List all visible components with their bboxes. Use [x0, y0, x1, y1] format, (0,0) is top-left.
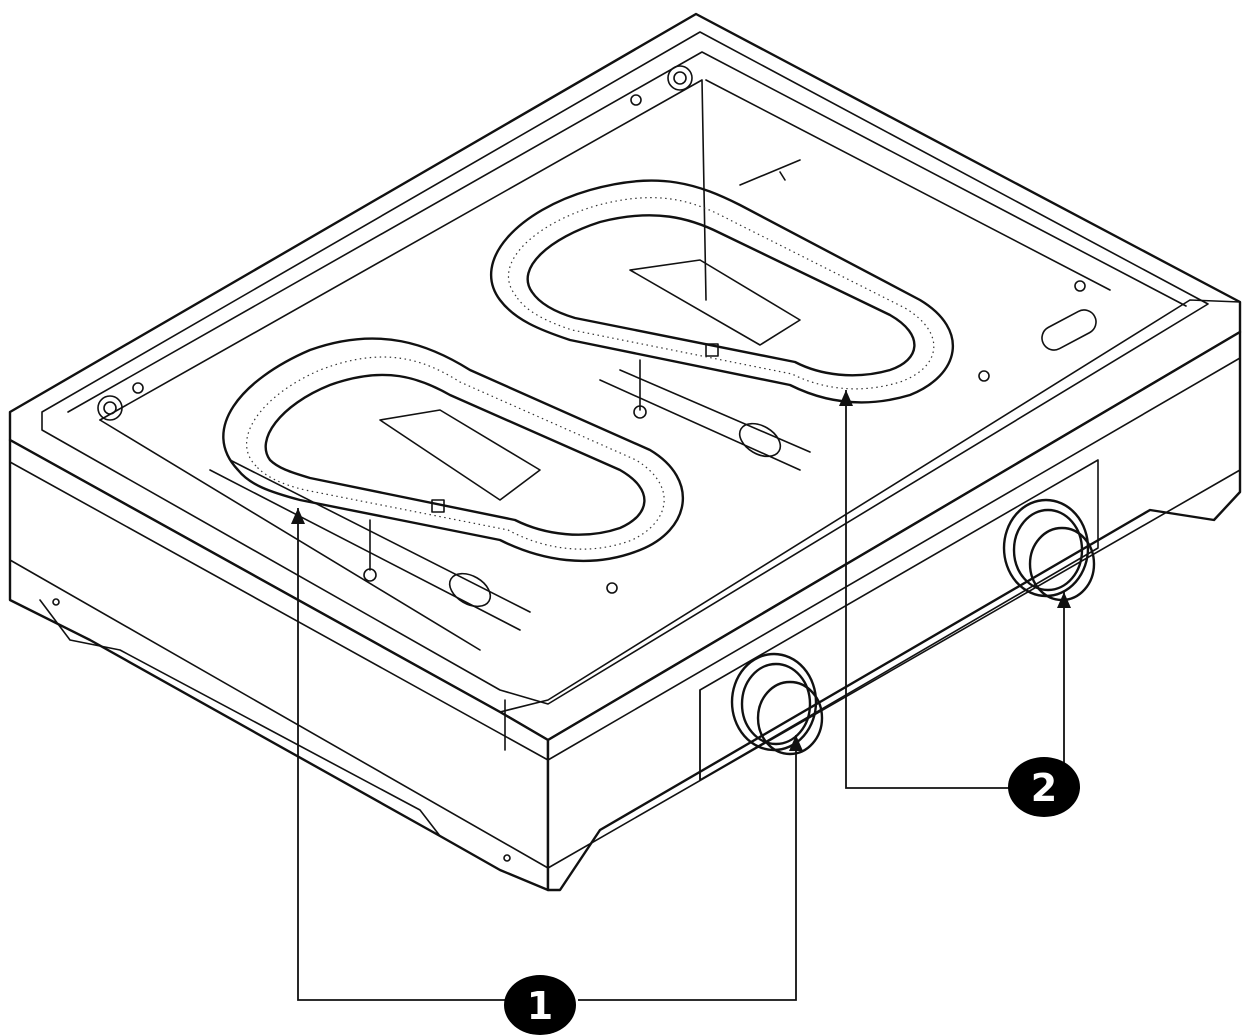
frame-bolts	[97, 65, 1097, 594]
arrowhead-2b	[1057, 592, 1071, 608]
burner-2	[489, 159, 955, 471]
corner-front	[499, 299, 1241, 713]
burner-unit-body	[8, 12, 1242, 892]
top-frame-inner	[41, 31, 1209, 705]
burner-1	[209, 337, 685, 631]
back-marks	[739, 159, 801, 186]
callout-1: 1	[504, 975, 576, 1035]
front-right-band-1	[547, 357, 1241, 761]
arrowhead-1a	[291, 508, 305, 524]
front-right-face	[546, 330, 1242, 892]
front-left-band-2	[9, 559, 549, 869]
tray-right-wall	[705, 79, 1111, 291]
screw-hole-front	[503, 854, 511, 862]
arrowhead-2a	[839, 390, 853, 406]
slot-icon	[1041, 309, 1097, 351]
front-left-foot	[39, 599, 441, 837]
screw-hole-left	[52, 598, 60, 606]
burner-1-ports	[246, 356, 665, 550]
burner-2-venturi	[629, 259, 801, 346]
screw-icon	[630, 94, 642, 106]
callout-2: 2	[1008, 757, 1080, 817]
burner-1-venturi	[379, 409, 541, 501]
bolt-left-icon	[97, 395, 123, 421]
igniter-2-icon	[633, 405, 647, 419]
burner-1-tube	[209, 459, 531, 631]
burner-2-mount	[705, 343, 719, 357]
bolt-back-icon	[667, 65, 693, 91]
igniter-1-icon	[363, 568, 377, 582]
burner-2-ports	[508, 197, 935, 390]
screw-icon	[1074, 280, 1086, 292]
knob-1	[730, 652, 824, 756]
burner-1-ring-outer	[222, 337, 685, 563]
callout-1-badge	[504, 975, 576, 1035]
top-frame-inner-2	[67, 51, 1187, 413]
burner-2-valve	[738, 422, 782, 458]
screw-icon	[606, 582, 618, 594]
burner-1-mount	[431, 499, 445, 513]
callout-1-label: 1	[527, 984, 553, 1028]
callout-2-label: 2	[1031, 766, 1057, 810]
screw-icon	[132, 382, 144, 394]
knob-1-cap-icon	[756, 680, 824, 756]
tray-floor-edge	[99, 419, 481, 651]
front-left-face	[8, 438, 550, 892]
front-left-band-1	[9, 461, 549, 761]
burner-1-valve	[448, 572, 492, 608]
callout-2-badge	[1008, 757, 1080, 817]
arrowhead-1b	[789, 735, 803, 751]
screw-icon	[978, 370, 990, 382]
front-right-band-2	[547, 469, 1241, 869]
burner-2-ring-outer	[489, 179, 955, 404]
knob-2-ring	[1012, 508, 1084, 592]
burner-1-ring-inner	[264, 373, 646, 536]
burner-2-ring-inner	[526, 214, 916, 377]
leader-1	[297, 508, 797, 1001]
knob-1-ring	[740, 662, 812, 746]
